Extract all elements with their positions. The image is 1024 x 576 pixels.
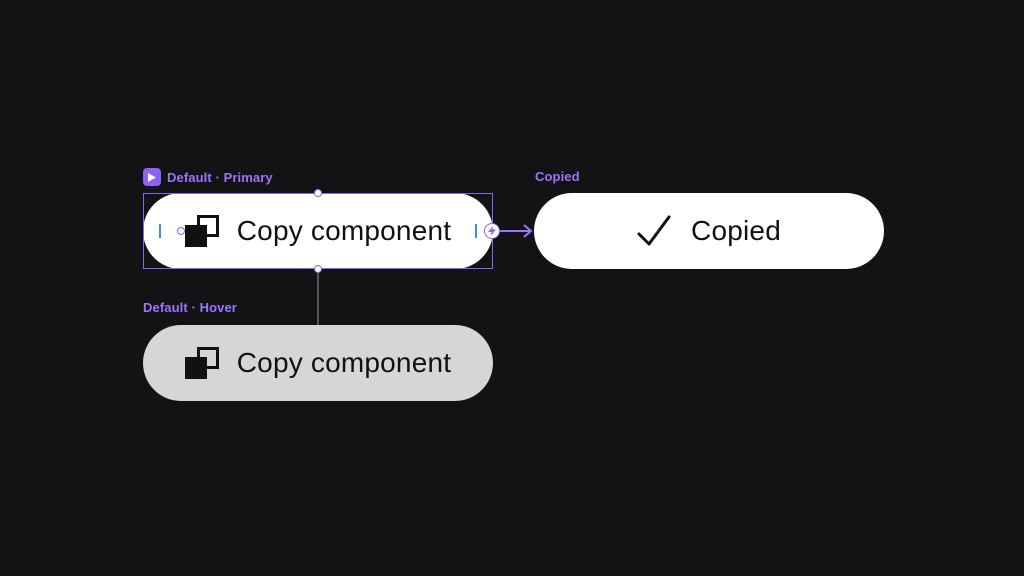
resize-handle-bottom[interactable] bbox=[314, 265, 322, 273]
copy-button-hover[interactable]: Copy component bbox=[143, 325, 493, 401]
checkmark-icon bbox=[637, 215, 671, 246]
frame-label-hover[interactable]: Default · Hover bbox=[143, 300, 237, 315]
padding-guide-right bbox=[475, 224, 477, 238]
padding-guide-left bbox=[159, 224, 161, 238]
frame-label-copied-text: Copied bbox=[535, 169, 580, 184]
copy-icon bbox=[184, 347, 219, 379]
copied-button[interactable]: Copied bbox=[534, 193, 884, 269]
copy-button-primary-label: Copy component bbox=[236, 215, 452, 246]
interaction-arrow-head bbox=[523, 224, 533, 238]
copy-icon bbox=[184, 215, 219, 247]
interaction-trigger-icon[interactable] bbox=[484, 223, 500, 239]
copied-button-label: Copied bbox=[691, 215, 781, 246]
resize-handle-top[interactable] bbox=[314, 189, 322, 197]
play-icon[interactable] bbox=[143, 168, 161, 186]
frame-label-primary[interactable]: Default · Primary bbox=[143, 168, 273, 186]
copy-button-primary[interactable]: Copy component bbox=[143, 193, 493, 269]
frame-label-copied[interactable]: Copied bbox=[535, 169, 580, 184]
copy-button-hover-label: Copy component bbox=[236, 347, 452, 378]
frame-label-primary-text: Default · Primary bbox=[167, 169, 273, 185]
frame-label-hover-text: Default · Hover bbox=[143, 300, 237, 315]
auto-layout-handle[interactable] bbox=[177, 227, 185, 235]
